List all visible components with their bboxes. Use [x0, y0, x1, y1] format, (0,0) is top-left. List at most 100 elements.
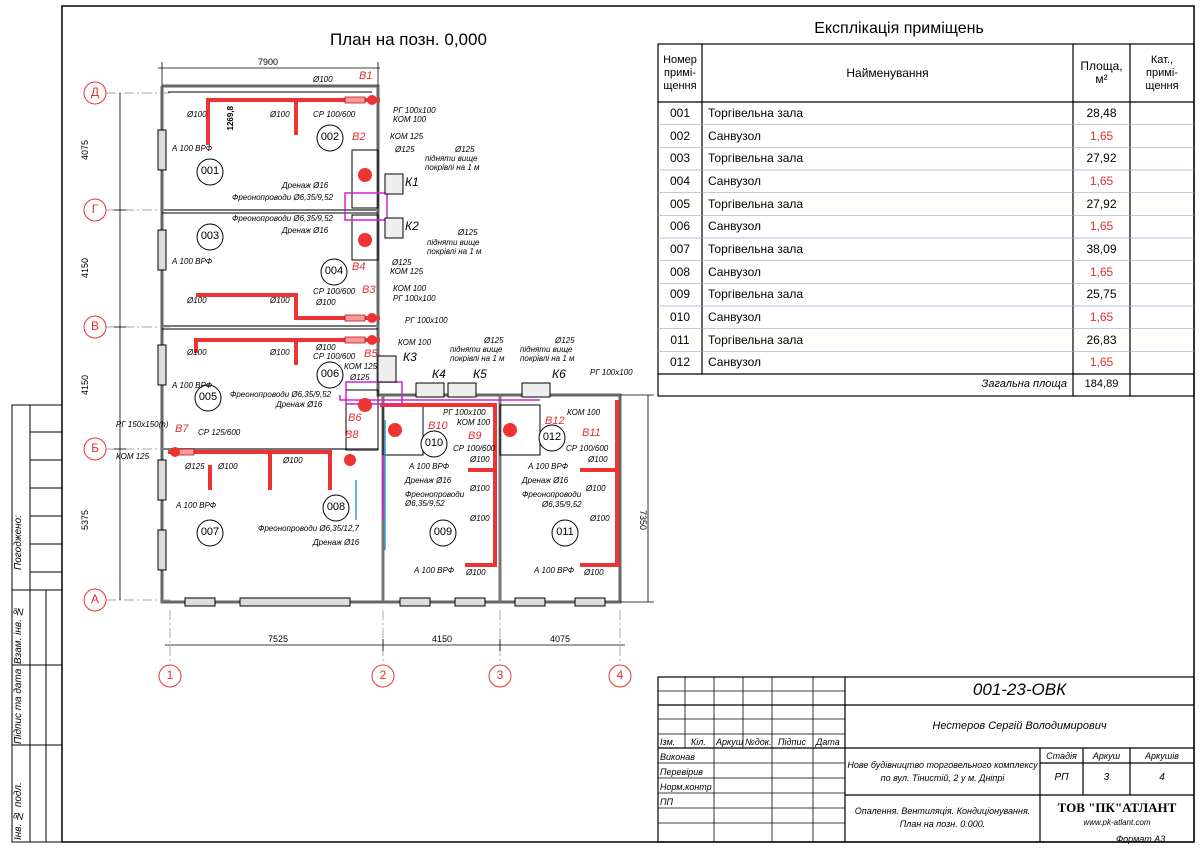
header-area: Площа, м² — [1080, 59, 1123, 86]
lbl-raise1-b: підняти вище — [427, 238, 480, 247]
lbl-d125-g: Ø125 — [555, 336, 575, 345]
stage-value: РП — [1054, 772, 1069, 783]
exp-row-area: 1,65 — [1089, 174, 1114, 188]
room-003: 003 — [200, 230, 220, 242]
lbl-dren-c: Дренаж Ø16 — [276, 400, 323, 409]
unit-k5: К5 — [473, 367, 487, 381]
axis-col-2: 2 — [379, 668, 387, 682]
lbl-dren-f: Дренаж Ø16 — [313, 538, 360, 547]
room-circles — [194, 124, 579, 547]
left-stamp-frame — [11, 404, 63, 843]
lbl-raise2-b: покрівлі на 1 м — [427, 247, 482, 256]
header-num: Номер примі- щення — [663, 53, 697, 92]
exp-row-name: Санвузол — [708, 310, 761, 325]
doc-author: Нестеров Сергій Володимирович — [932, 720, 1107, 732]
room-002: 002 — [320, 131, 340, 143]
exp-row-area: 26,83 — [1086, 332, 1117, 347]
lbl-d100-c: Ø100 — [270, 110, 290, 119]
valve-v5: В5 — [364, 348, 378, 360]
lbl-d100-f: Ø100 — [316, 298, 336, 307]
axis-row-G: Г — [91, 202, 99, 216]
lbl-dren-e: Дренаж Ø16 — [522, 476, 569, 485]
axis-row-B: Б — [91, 441, 99, 455]
axis-lines — [106, 92, 621, 664]
sheet-title: Опалення. Вентиляція. Кондиціонування. П… — [854, 806, 1031, 829]
room-008: 008 — [326, 501, 346, 513]
exp-row-name: Санвузол — [708, 264, 761, 279]
lbl-raise1-d: підняти вище — [520, 345, 573, 354]
lbl-kom100-c: КОМ 100 — [398, 338, 432, 347]
lbl-freon-e: Ø6,35/9,52 — [405, 499, 445, 508]
freon-lines — [339, 192, 540, 520]
lbl-kom100-d: КОМ 100 — [457, 418, 491, 427]
lbl-d100-n: Ø100 — [470, 514, 490, 523]
room-009: 009 — [433, 526, 453, 538]
room-004: 004 — [324, 265, 344, 277]
exp-row-name: Санвузол — [708, 128, 761, 143]
axis-row-A: А — [90, 592, 99, 606]
lbl-sr100-a: СР 100/600 — [313, 110, 356, 119]
stamp-sign-date: Підпис та дата — [13, 668, 24, 744]
lbl-d100-d: Ø100 — [187, 296, 207, 305]
lbl-rg100-e: РГ 100х100 — [443, 408, 486, 417]
sheets-value: 4 — [1159, 772, 1165, 783]
lbl-d125-h: Ø125 — [185, 462, 205, 471]
unit-k6: К6 — [552, 367, 566, 381]
valve-v11: В11 — [582, 427, 601, 439]
lbl-a100-e: А 100 ВРФ — [409, 462, 450, 471]
lbl-kom125-a: КОМ 125 — [390, 132, 424, 141]
lbl-a100-d: А 100 ВРФ — [176, 501, 217, 510]
axis-row-D: Д — [90, 85, 100, 99]
unit-k3: К3 — [403, 350, 417, 364]
lbl-rg150: РГ 150х150(h) — [116, 420, 169, 429]
lbl-a100-b: А 100 ВРФ — [172, 257, 213, 266]
explication-table-lines — [657, 43, 1195, 397]
exp-row-area: 38,09 — [1086, 242, 1117, 257]
exp-row-name: Торгівельна зала — [708, 242, 804, 257]
valve-v8: В8 — [345, 429, 359, 441]
company-name: ТОВ "ПК"АТЛАНТ — [1057, 800, 1177, 815]
room-001: 001 — [200, 165, 220, 177]
dim-small: 1269,8 — [226, 106, 235, 131]
stamp-inv-orig: Інв. № подл. — [13, 782, 24, 840]
lbl-kom100-b: КОМ 100 — [393, 284, 427, 293]
room-005: 005 — [198, 391, 218, 403]
role-vykonav: Виконав — [660, 752, 695, 762]
lbl-sr100-d: СР 100/600 — [453, 444, 496, 453]
exp-row-name: Санвузол — [708, 174, 761, 188]
lbl-freon-g: Ø6,35/9,52 — [542, 500, 582, 509]
role-pp: ПП — [660, 797, 674, 807]
col-data: Дата — [816, 737, 840, 747]
lbl-raise1-c: підняти вище — [450, 345, 503, 354]
lbl-d100-q: Ø100 — [586, 484, 606, 493]
exp-row-area: 28,48 — [1086, 106, 1117, 120]
axis-col-3: 3 — [496, 668, 504, 682]
exp-row-name: Торгівельна зала — [708, 151, 804, 166]
lbl-d125-b: Ø125 — [455, 145, 475, 154]
lbl-freon2: Фреонопроводи Ø6,35/12,7 — [258, 524, 359, 533]
valve-v1: В1 — [359, 70, 373, 82]
lbl-d100-l: Ø100 — [470, 455, 490, 464]
valve-v3: В3 — [362, 284, 376, 296]
exp-row-name: Санвузол — [708, 219, 761, 234]
company-website: www.pk-atlant.com — [1083, 818, 1151, 827]
exp-row-area: 1,65 — [1089, 355, 1114, 370]
stage-head: Стадія — [1046, 751, 1077, 761]
lbl-freon-d: Фреонопроводи — [405, 490, 465, 499]
valve-v4: В4 — [352, 261, 366, 273]
header-name: Найменування — [846, 65, 929, 80]
lbl-d100-j: Ø100 — [283, 456, 303, 465]
col-izm: Ізм. — [660, 737, 676, 747]
exp-row-area: 1,65 — [1089, 264, 1114, 279]
lbl-kom125-d: КОМ 125 — [116, 452, 150, 461]
lbl-raise1-a: підняти вище — [425, 154, 478, 163]
lbl-d125-c: Ø125 — [458, 228, 478, 237]
lbl-raise2-d: покрівлі на 1 м — [520, 354, 575, 363]
exp-row-num: 012 — [669, 355, 691, 370]
exp-row-area: 27,92 — [1086, 151, 1117, 166]
dim-right: 7350 — [638, 510, 648, 531]
sheet-value: 3 — [1103, 772, 1110, 783]
dim-bottom-1: 7525 — [268, 634, 289, 644]
lbl-d100-a: Ø100 — [313, 75, 333, 84]
